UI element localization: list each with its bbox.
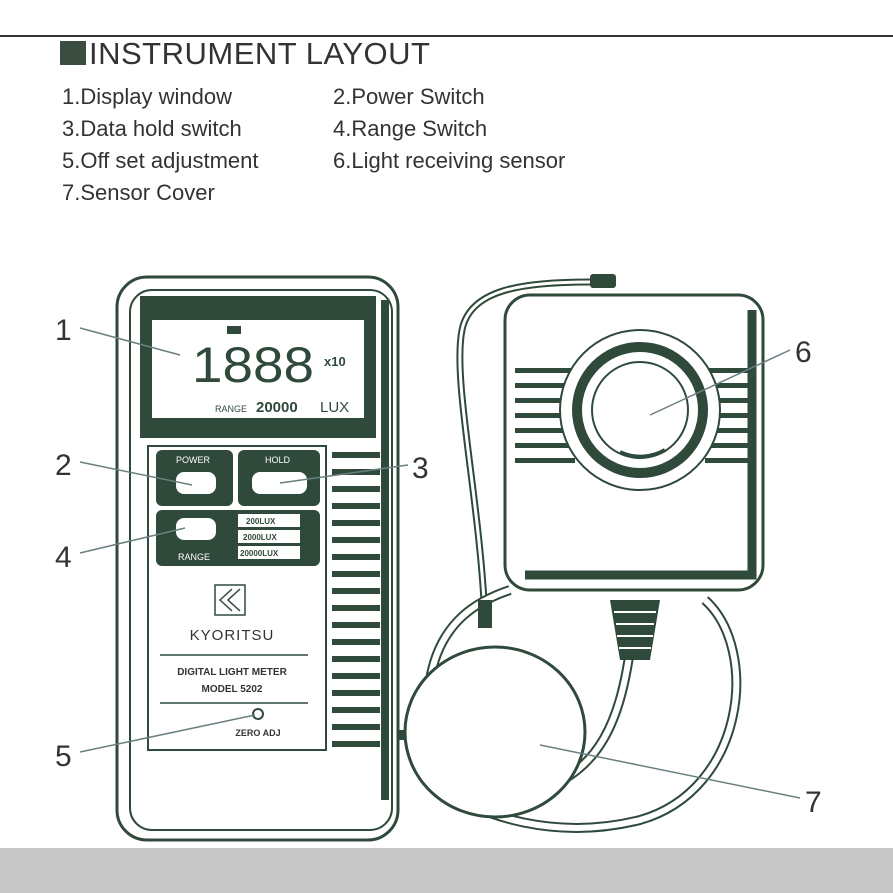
meter-grille [332,452,380,747]
title-text: INSTRUMENT LAYOUT [89,36,431,71]
part-label-7: 7.Sensor Cover [62,180,215,205]
sensor-grille-slot [705,398,750,403]
range-option-20000: 20000LUX [240,549,279,558]
sensor-grille-slot [515,383,575,388]
part-label-3: 3.Data hold switch [62,116,242,141]
grille-slot [332,588,380,594]
grille-slot [332,707,380,713]
range-option-2000: 2000LUX [243,533,277,542]
sensor-grille-slot [515,428,575,433]
grille-slot [332,554,380,560]
sensor-grille-slot [705,368,750,373]
power-switch[interactable] [176,472,216,494]
grille-slot [332,656,380,662]
lcd-panel [152,320,364,418]
hold-label: HOLD [265,455,291,465]
sensor-grille-slot [515,458,575,463]
callout-4: 4 [55,541,72,574]
battery-icon [227,326,241,334]
callout-6: 6 [795,336,812,369]
part-label-6: 6.Light receiving sensor [333,148,566,173]
light-receiving-sensor [591,361,689,459]
grille-slot [332,724,380,730]
grille-slot [332,452,380,458]
cable-strain-relief [478,600,492,628]
sensor-grille-slot [705,458,750,463]
sensor-grille-slot [705,443,750,448]
sensor-grille-slot [705,428,750,433]
model-number: MODEL 5202 [202,684,263,695]
grille-slot [332,537,380,543]
title-square-bullet [60,41,86,65]
sensor-grille-slot [515,443,575,448]
grille-slot [332,690,380,696]
hold-switch[interactable] [252,472,307,494]
grille-slot [332,571,380,577]
product-name: DIGITAL LIGHT METER [177,667,287,678]
grille-slot [332,520,380,526]
sensor-grille-slot [705,413,750,418]
part-label-4: 4.Range Switch [333,116,488,141]
top-rule [0,35,893,37]
callout-7: 7 [805,786,822,819]
sensor-grille-slot [705,383,750,388]
light-sensor-head [503,293,765,660]
bottom-band [0,848,893,893]
grille-slot [332,622,380,628]
range-button-label: RANGE [178,552,210,562]
range-switch[interactable] [176,518,216,540]
kyoritsu-logo-icon [214,584,246,616]
grille-slot [332,639,380,645]
callout-5: 5 [55,740,72,773]
zero-adj-label: ZERO ADJ [235,728,280,738]
sensor-grille-slot [515,413,575,418]
grille-slot [332,673,380,679]
callout-lines [79,327,801,799]
lcd-multiplier: x10 [324,354,346,369]
part-label-1: 1.Display window [62,84,232,109]
sensor-cable-boot [610,600,660,660]
page-title: INSTRUMENT LAYOUT [60,36,431,72]
lcd-range-value: 20000 [256,399,298,416]
power-label: POWER [176,455,211,465]
callout-2: 2 [55,449,72,482]
lcd-digits: 1888 [192,337,314,393]
range-option-200: 200LUX [246,517,276,526]
sensor-cover [403,645,587,819]
grille-slot [332,486,380,492]
lcd-range-label: RANGE [215,404,247,414]
part-label-2: 2.Power Switch [333,84,485,109]
sensor-grille-slot [515,398,575,403]
lcd-unit: LUX [320,399,349,416]
meter-body: 1888 x10 RANGE 20000 LUX POWER HOLD RANG… [115,275,400,842]
grille-slot [332,503,380,509]
grille-slot [332,741,380,747]
part-label-5: 5.Off set adjustment [62,148,259,173]
callout-3: 3 [412,452,429,485]
cable-plug [590,274,616,288]
sensor-grille-slot [515,368,575,373]
zero-adjust-knob[interactable] [252,708,264,720]
grille-slot [332,605,380,611]
callout-1: 1 [55,314,72,347]
brand-name: KYORITSU [190,627,275,644]
